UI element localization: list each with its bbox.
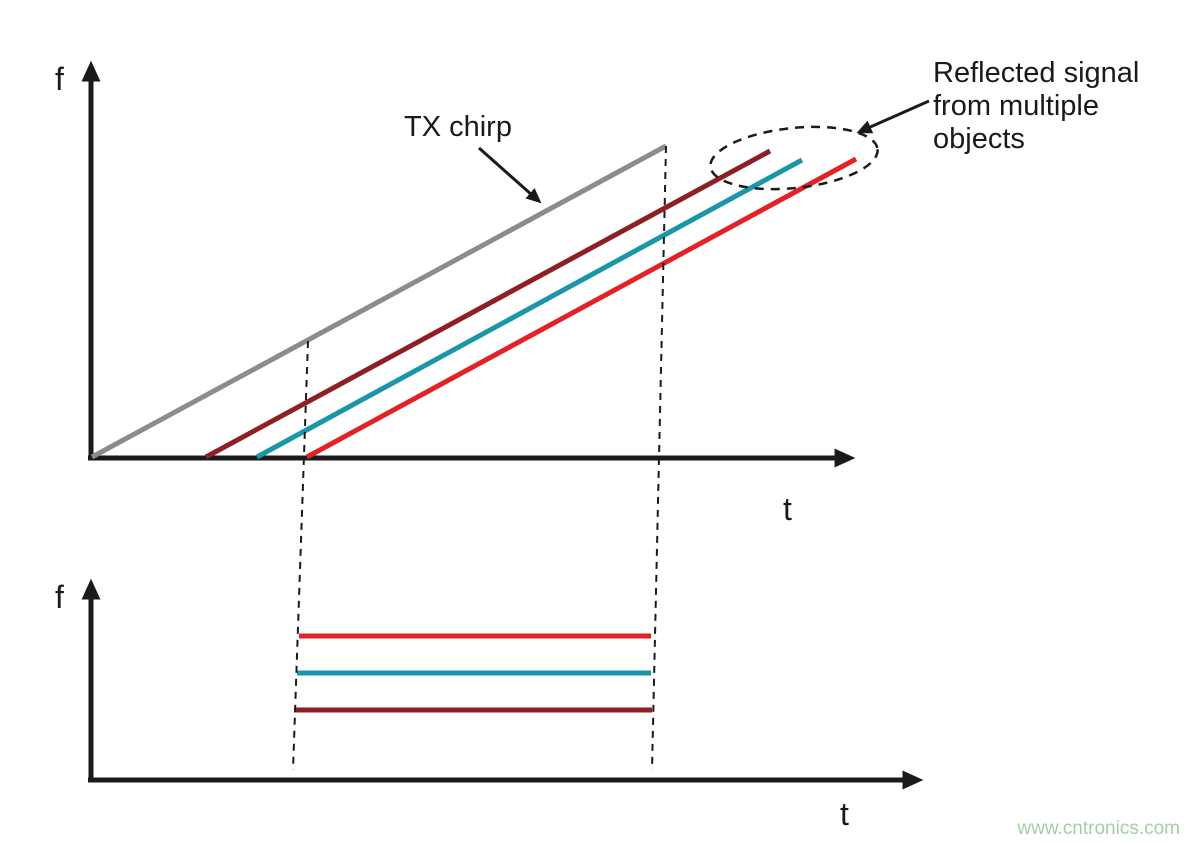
dashed-line-right — [651, 145, 667, 771]
top-t-axis-label: t — [783, 491, 792, 527]
reflected-line-object2 — [255, 157, 804, 460]
bottom-f-axis-label: f — [55, 579, 64, 615]
tx-chirp-line — [90, 143, 668, 460]
bottom-t-axis-label: t — [840, 796, 849, 832]
tx-chirp-label: TX chirp — [404, 111, 512, 143]
top-f-axis-label: f — [55, 61, 64, 97]
reflected-line-object3 — [305, 156, 858, 460]
dashed-line-left — [292, 340, 309, 771]
reflected-line-object1 — [204, 148, 772, 460]
geometry-layer — [81, 60, 930, 790]
tx-chirp-arrow — [478, 146, 542, 204]
reflected-label-line2: from multiple — [933, 90, 1099, 122]
reflected-signals-ellipse — [709, 125, 879, 191]
reflected-label-line1: Reflected signal — [933, 57, 1139, 89]
watermark: www.cntronics.com — [1016, 818, 1180, 839]
reflected-label-line3: objects — [933, 123, 1025, 155]
reflected-arrow — [856, 99, 930, 134]
